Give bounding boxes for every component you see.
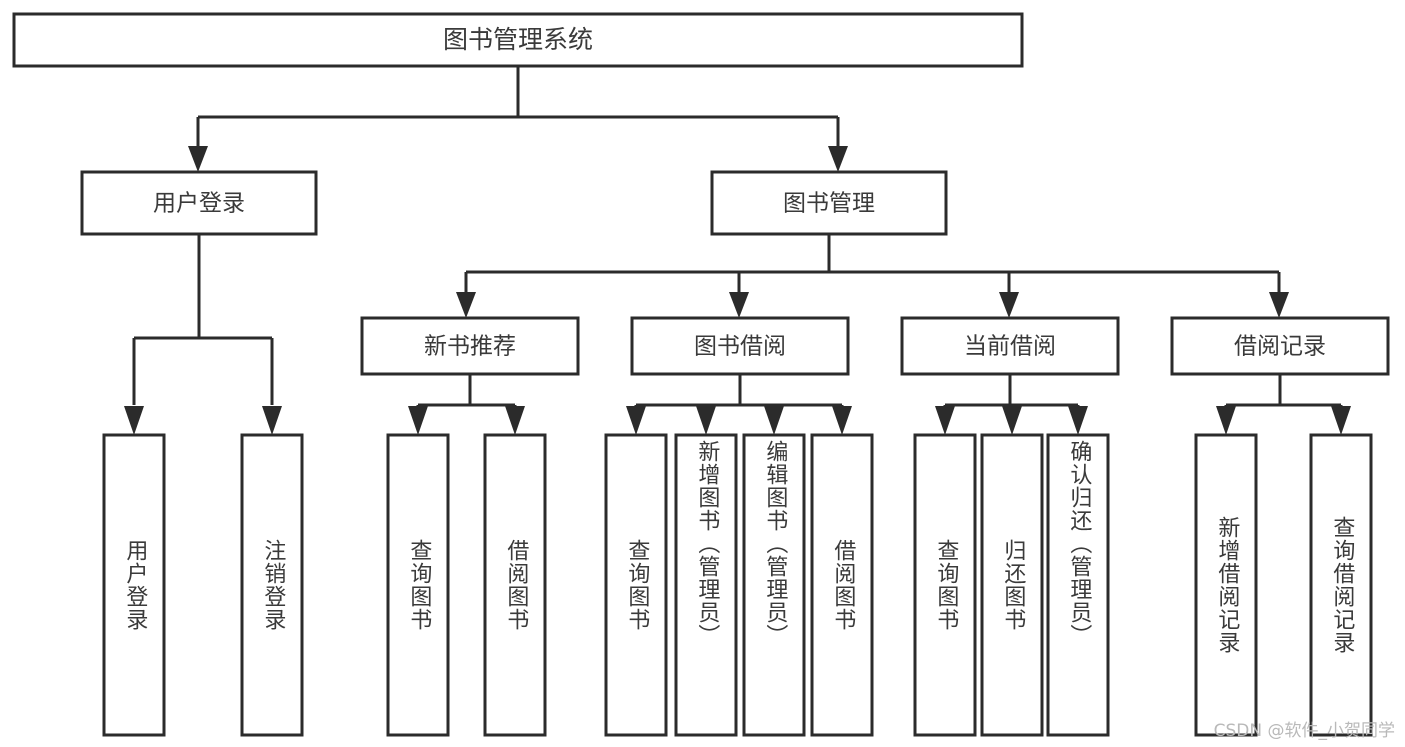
node-user-login[interactable]: 用户登录: [80, 170, 318, 236]
arrow-head-currentborrow-leaf-3: [1068, 406, 1088, 435]
node-borrow-record[interactable]: 借阅记录: [1170, 316, 1390, 376]
node-root-label: 图书管理系统: [443, 25, 593, 54]
arrow-head-currentborrow-leaf-1: [935, 406, 955, 435]
leaf-box-new-book-2[interactable]: [483, 433, 547, 737]
arrow-head-user-login-leaf-1: [124, 406, 144, 435]
arrow-head-currentborrow-leaf-2: [1002, 406, 1022, 435]
arrow-head-borrowrecord-leaf-2: [1331, 406, 1351, 435]
leaf-box-new-book-1[interactable]: [386, 433, 450, 737]
arrow-head-borrow-record: [1269, 292, 1289, 318]
leaf-box-book-borrow-1[interactable]: [604, 433, 668, 737]
node-book-borrow-box: [630, 316, 850, 376]
leaf-box-book-borrow-3[interactable]: [742, 433, 806, 737]
leaf-box-user-login-2[interactable]: [240, 433, 304, 737]
node-borrow-record-box: [1170, 316, 1390, 376]
leaf-box-book-borrow-2[interactable]: [674, 433, 738, 737]
node-root-box: [12, 12, 1024, 68]
node-root-system[interactable]: 图书管理系统: [12, 12, 1024, 68]
arrow-head-bookborrow-leaf-1: [626, 406, 646, 435]
node-current-borrow-label: 当前借阅: [964, 334, 1056, 360]
arrow-head-borrowrecord-leaf-1: [1216, 406, 1236, 435]
node-current-borrow[interactable]: 当前借阅: [900, 316, 1120, 376]
leaf-box-current-borrow-2[interactable]: [980, 433, 1044, 737]
node-book-management-box: [710, 170, 948, 236]
node-book-management[interactable]: 图书管理: [710, 170, 948, 236]
node-borrow-record-label: 借阅记录: [1234, 334, 1326, 360]
node-book-borrow-label: 图书借阅: [694, 334, 786, 360]
node-user-login-label: 用户登录: [153, 191, 245, 217]
arrow-head-user-login-leaf-2: [262, 406, 282, 435]
leaf-box-borrow-record-2[interactable]: [1309, 433, 1373, 737]
arrow-head-current-borrow: [999, 292, 1019, 318]
arrow-head-new-book: [456, 292, 476, 318]
arrow-head-newbook-leaf-2: [505, 406, 525, 435]
leaf-box-user-login-1[interactable]: [102, 433, 166, 737]
arrow-head-bookborrow-leaf-2: [696, 406, 716, 435]
node-current-borrow-box: [900, 316, 1120, 376]
arrow-head-bookborrow-leaf-3: [764, 406, 784, 435]
node-new-book-recommend-box: [360, 316, 580, 376]
node-new-book-recommend-label: 新书推荐: [424, 334, 516, 360]
leaf-box-current-borrow-1[interactable]: [913, 433, 977, 737]
node-book-management-label: 图书管理: [783, 191, 875, 217]
arrow-head-newbook-leaf-1: [408, 406, 428, 435]
arrow-head-bookborrow-leaf-4: [832, 406, 852, 435]
arrow-head-to-book-management: [828, 146, 848, 172]
leaf-box-current-borrow-3[interactable]: [1046, 433, 1110, 737]
arrow-head-book-borrow: [729, 292, 749, 318]
arrow-head-to-user-login: [188, 146, 208, 172]
node-new-book-recommend[interactable]: 新书推荐: [360, 316, 580, 376]
leaf-box-borrow-record-1[interactable]: [1194, 433, 1258, 737]
leaf-box-book-borrow-4[interactable]: [810, 433, 874, 737]
node-book-borrow[interactable]: 图书借阅: [630, 316, 850, 376]
